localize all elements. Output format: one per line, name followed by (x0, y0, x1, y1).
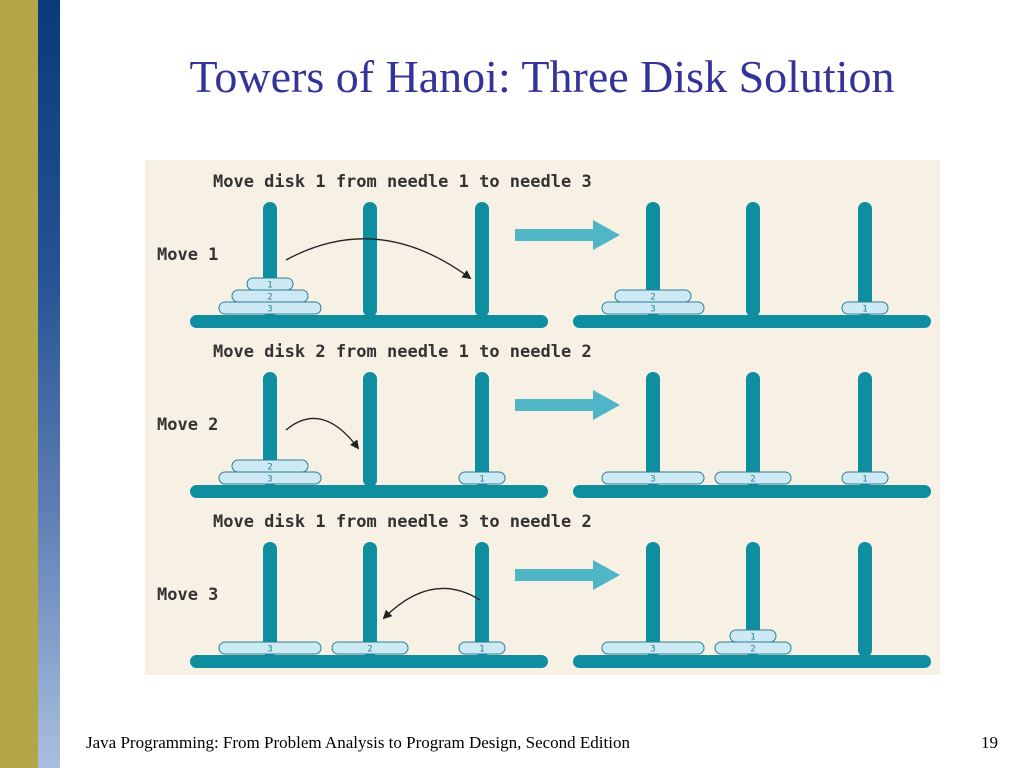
base-bar (190, 315, 548, 328)
disk-1 (246, 277, 294, 291)
needle-3 (475, 202, 489, 317)
base-bar (190, 485, 548, 498)
disk-1 (729, 629, 777, 643)
base-bar (573, 315, 931, 328)
needle-1 (646, 202, 660, 317)
base-bar (573, 655, 931, 668)
disk-2 (231, 459, 309, 473)
needle-2 (363, 542, 377, 657)
disk-number-label: 2 (650, 293, 655, 303)
left-olive-band (0, 0, 38, 768)
move-label: Move 3 (157, 585, 218, 605)
needle-3 (858, 202, 872, 317)
disk-number-label: 1 (862, 305, 867, 315)
transition-arrow (515, 390, 620, 420)
move-caption: Move disk 2 from needle 1 to needle 2 (213, 342, 592, 362)
disk-number-label: 2 (750, 645, 755, 655)
needle-2 (746, 542, 760, 657)
disk-number-label: 2 (267, 293, 272, 303)
needle-2 (746, 202, 760, 317)
move-arrow-arc (285, 417, 360, 450)
needle-2 (363, 372, 377, 487)
disk-1 (458, 641, 506, 655)
needle-1 (646, 542, 660, 657)
disk-number-label: 1 (750, 633, 755, 643)
disk-1 (841, 471, 889, 485)
move-label: Move 1 (157, 245, 218, 265)
needle-1 (263, 542, 277, 657)
needle-3 (858, 542, 872, 657)
disk-1 (841, 301, 889, 315)
disk-number-label: 1 (267, 281, 272, 291)
disk-number-label: 3 (267, 305, 272, 315)
disk-number-label: 3 (650, 305, 655, 315)
disk-3 (601, 641, 705, 655)
disk-number-label: 2 (367, 645, 372, 655)
slide-title: Towers of Hanoi: Three Disk Solution (189, 51, 895, 102)
needle-1 (263, 372, 277, 487)
disk-3 (601, 471, 705, 485)
disk-number-label: 1 (479, 645, 484, 655)
disk-number-label: 3 (267, 645, 272, 655)
needle-3 (475, 542, 489, 657)
disk-3 (218, 641, 322, 655)
base-bar (573, 485, 931, 498)
move-arrow-arc (285, 238, 472, 280)
disk-2 (614, 289, 692, 303)
needle-2 (746, 372, 760, 487)
disk-1 (458, 471, 506, 485)
move-caption: Move disk 1 from needle 3 to needle 2 (213, 512, 592, 532)
needle-1 (646, 372, 660, 487)
transition-arrow (515, 560, 620, 590)
disk-number-label: 1 (479, 475, 484, 485)
disk-2 (714, 471, 792, 485)
disk-number-label: 3 (267, 475, 272, 485)
disk-number-label: 3 (650, 475, 655, 485)
page-number: 19 (981, 733, 998, 752)
needle-2 (363, 202, 377, 317)
needle-3 (858, 372, 872, 487)
disk-2 (331, 641, 409, 655)
needle-3 (475, 372, 489, 487)
figure-background (145, 160, 940, 675)
move-label: Move 2 (157, 415, 218, 435)
left-blue-gradient-band (38, 0, 60, 768)
disk-number-label: 1 (862, 475, 867, 485)
disk-number-label: 3 (650, 645, 655, 655)
disk-number-label: 2 (267, 463, 272, 473)
base-bar (190, 655, 548, 668)
hanoi-figure: Move disk 1 from needle 1 to needle 3 Mov… (145, 160, 940, 675)
footer-text: Java Programming: From Problem Analysis … (86, 733, 630, 752)
move-arrow-arc (382, 587, 481, 620)
disk-number-label: 2 (750, 475, 755, 485)
move-caption: Move disk 1 from needle 1 to needle 3 (213, 172, 592, 192)
transition-arrow (515, 220, 620, 250)
